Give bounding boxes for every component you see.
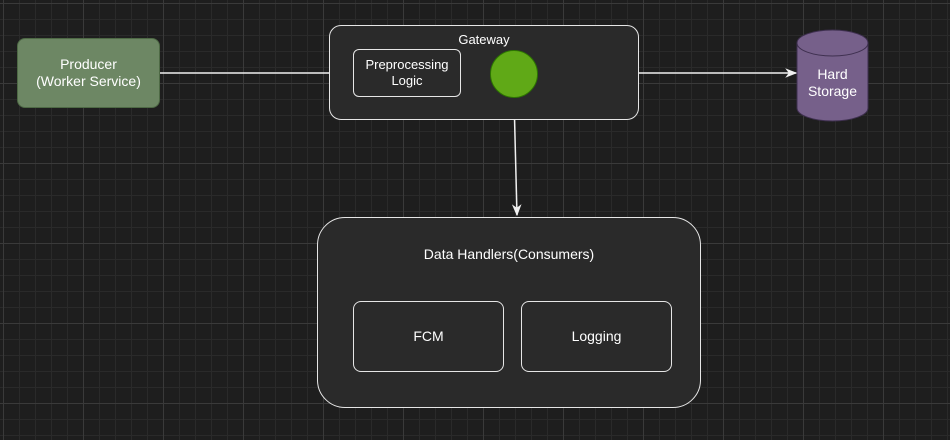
router-node[interactable] <box>490 50 538 98</box>
hard-storage-label: Hard Storage <box>807 66 858 99</box>
producer-node[interactable]: Producer (Worker Service) <box>17 38 160 108</box>
gateway-title: Gateway <box>458 32 510 47</box>
fcm-node[interactable]: FCM <box>353 301 504 372</box>
preprocessing-logic-node[interactable]: Preprocessing Logic <box>353 49 461 97</box>
data-handlers-title: Data Handlers(Consumers) <box>423 246 595 262</box>
logging-node[interactable]: Logging <box>521 301 672 372</box>
